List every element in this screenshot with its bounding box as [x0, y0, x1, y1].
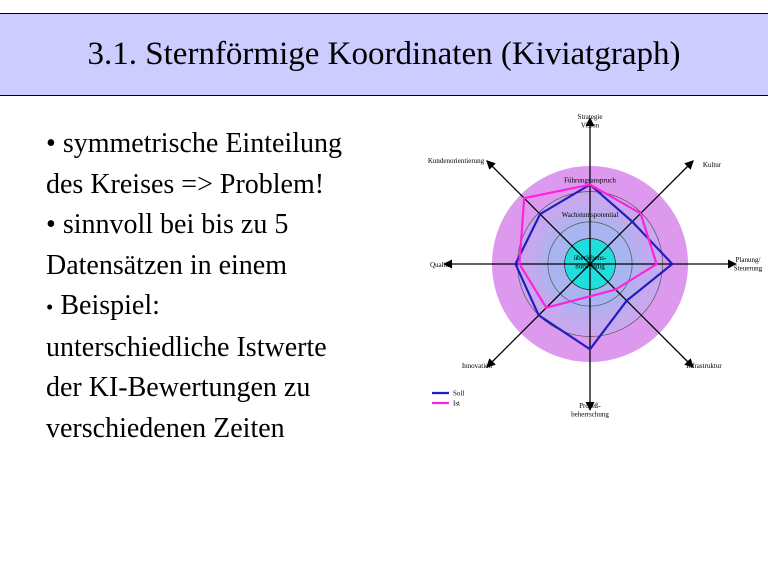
axis-line	[589, 160, 694, 265]
bullet-line: • Beispiel:	[46, 286, 426, 328]
title-bar: 3.1. Sternförmige Koordinaten (Kiviatgra…	[0, 13, 768, 96]
bullet-item: • symmetrische Einteilung des Kreises =>…	[46, 124, 426, 205]
legend-label: Ist	[453, 400, 460, 408]
axis-label: Steuerung	[734, 265, 763, 273]
bullet-text: des Kreises => Problem!	[46, 168, 325, 200]
bullet-text: sinnvoll bei bis zu 5	[62, 209, 289, 240]
bullet-item: • Beispiel: unterschiedliche Istwerte de…	[46, 286, 426, 449]
axis-label: Planung/	[736, 256, 761, 264]
ring-label: überlebens-	[574, 254, 607, 262]
bullet-text: symmetrische Einteilung	[62, 128, 342, 159]
axis-label: Qualität	[430, 261, 453, 269]
axis-label: Infrastruktur	[686, 362, 722, 370]
bullet-dot: •	[46, 209, 56, 240]
axis-line	[589, 263, 694, 368]
ring-label: Wachstumspotential	[562, 211, 619, 219]
ring-label: Führungsanspruch	[564, 177, 616, 185]
axis-label: Kundenorientierung	[428, 157, 485, 165]
legend-label: Soll	[453, 390, 464, 398]
ring-label: notwendig	[575, 263, 605, 271]
series-line-ist	[518, 183, 658, 309]
axis-label: Strategie	[578, 113, 603, 121]
bullet-text: Datensätzen in einem	[46, 249, 288, 281]
axis-label: beherrschung	[571, 411, 609, 419]
bullet-line: • sinnvoll bei bis zu 5	[46, 205, 426, 246]
bullet-list: • symmetrische Einteilung des Kreises =>…	[46, 124, 426, 449]
series-line-soll	[514, 183, 674, 351]
bullet-text: der KI-Bewertungen zu	[46, 372, 311, 403]
slide-title: 3.1. Sternförmige Koordinaten (Kiviatgra…	[87, 36, 681, 72]
bullet-dot: •	[46, 128, 56, 159]
bullet-text: verschiedenen Zeiten	[46, 412, 285, 444]
bullet-item: • sinnvoll bei bis zu 5 Datensätzen in e…	[46, 205, 426, 286]
bullet-dot: •	[46, 295, 54, 319]
bullet-text: unterschiedliche Istwerte	[46, 331, 327, 363]
bullet-text: Beispiel:	[60, 290, 160, 321]
axis-label: Prozeß-	[579, 402, 601, 410]
axis-label: Innovation	[462, 362, 493, 370]
axis-label: Kultur	[703, 161, 722, 169]
axis-label: Vision	[581, 122, 600, 130]
axis-line	[486, 160, 591, 265]
bullet-line: • symmetrische Einteilung	[46, 124, 426, 165]
